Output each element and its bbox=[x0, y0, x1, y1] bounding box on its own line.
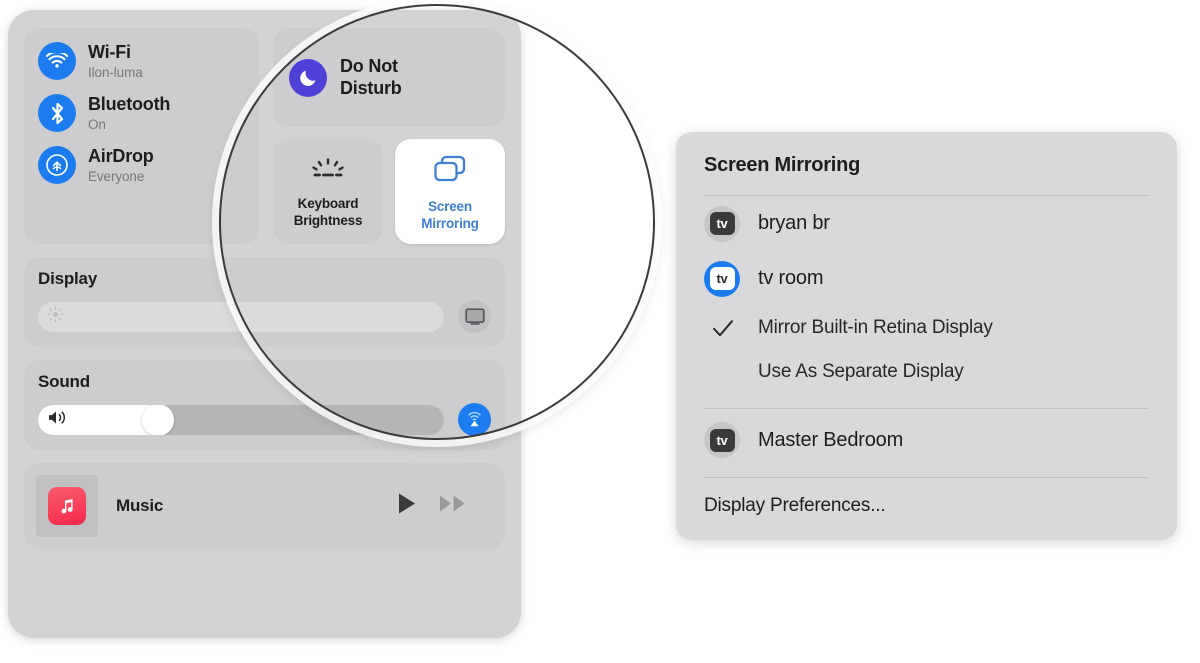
keyboard-brightness-label: Keyboard Brightness bbox=[294, 196, 363, 229]
airplay-audio-icon[interactable] bbox=[458, 403, 491, 436]
display-brightness-slider[interactable] bbox=[38, 301, 444, 332]
device-row-bryan-br[interactable]: tv bryan br bbox=[704, 196, 1149, 251]
screen-mirroring-menu-title: Screen Mirroring bbox=[704, 154, 861, 176]
control-center-right-column: Do Not Disturb bbox=[273, 28, 505, 244]
apple-tv-badge: tv bbox=[709, 267, 735, 290]
screen-mirroring-menu: Screen Mirroring tv bryan br tv tv room bbox=[676, 132, 1177, 540]
do-not-disturb-tile[interactable]: Do Not Disturb bbox=[273, 28, 505, 127]
apple-tv-badge: tv bbox=[709, 428, 735, 452]
menu-divider-middle bbox=[704, 408, 1149, 409]
music-group[interactable]: Music bbox=[24, 463, 505, 549]
brightness-icon bbox=[47, 305, 64, 328]
music-transport-controls bbox=[397, 492, 493, 520]
display-preferences-item[interactable]: Display Preferences... bbox=[704, 495, 886, 516]
connectivity-group: Wi-Fi Ilon-luma Bluetooth On bbox=[24, 28, 259, 244]
keyboard-brightness-label-line1: Keyboard bbox=[297, 196, 359, 212]
bluetooth-icon bbox=[38, 94, 76, 132]
do-not-disturb-label-line2: Disturb bbox=[340, 77, 402, 98]
do-not-disturb-label: Do Not Disturb bbox=[340, 56, 402, 98]
apple-tv-badge-text: tv bbox=[716, 271, 728, 286]
screen-mirroring-label-line2: Mirroring bbox=[421, 215, 479, 231]
display-slider-line bbox=[38, 300, 491, 333]
sound-volume-slider[interactable] bbox=[38, 404, 444, 435]
sound-slider-line bbox=[38, 403, 491, 436]
music-title: Music bbox=[116, 496, 164, 515]
album-artwork bbox=[36, 475, 98, 537]
display-icon[interactable] bbox=[458, 300, 491, 333]
play-icon[interactable] bbox=[397, 492, 417, 520]
toggle-wifi-subtitle: Ilon-luma bbox=[88, 64, 143, 80]
apple-tv-badge-text: tv bbox=[716, 216, 728, 231]
toggle-airdrop[interactable]: AirDrop Everyone bbox=[34, 144, 249, 186]
display-group: Display bbox=[24, 257, 505, 347]
toggle-airdrop-text: AirDrop Everyone bbox=[88, 146, 154, 183]
wifi-icon bbox=[38, 42, 76, 80]
mirror-option-label: Mirror Built-in Retina Display bbox=[758, 317, 993, 338]
display-title: Display bbox=[38, 269, 98, 288]
toggle-airdrop-subtitle: Everyone bbox=[88, 168, 145, 184]
sound-group: Sound bbox=[24, 360, 505, 450]
device-name: bryan br bbox=[758, 212, 830, 234]
mirror-option-separate-display[interactable]: Use As Separate Display bbox=[704, 350, 1149, 394]
mirror-option-mirror-builtin[interactable]: Mirror Built-in Retina Display bbox=[704, 306, 1149, 350]
toggle-bluetooth-title: Bluetooth bbox=[88, 94, 171, 115]
menu-divider-bottom bbox=[704, 477, 1149, 478]
keyboard-brightness-label-line2: Brightness bbox=[293, 212, 363, 228]
apple-tv-icon: tv bbox=[704, 422, 740, 458]
sound-slider-knob[interactable] bbox=[141, 404, 174, 435]
airdrop-icon bbox=[38, 146, 76, 184]
do-not-disturb-label-line1: Do Not bbox=[340, 56, 398, 77]
apple-tv-icon-selected: tv bbox=[704, 260, 740, 297]
quick-tile-row: Keyboard Brightness bbox=[273, 139, 505, 244]
toggle-airdrop-title: AirDrop bbox=[88, 146, 154, 167]
checkmark-icon bbox=[706, 319, 740, 338]
screen-mirroring-tile[interactable]: Screen Mirroring bbox=[395, 139, 505, 244]
apple-tv-badge: tv bbox=[709, 212, 735, 235]
toggle-bluetooth-subtitle: On bbox=[88, 116, 106, 132]
toggle-bluetooth[interactable]: Bluetooth On bbox=[34, 92, 249, 134]
screen-mirroring-label-line1: Screen bbox=[428, 199, 472, 215]
fast-forward-icon[interactable] bbox=[439, 494, 467, 518]
device-name: Master Bedroom bbox=[758, 428, 904, 451]
device-row-tv-room[interactable]: tv tv room bbox=[704, 251, 1149, 306]
apple-music-icon bbox=[48, 487, 86, 525]
keyboard-brightness-icon bbox=[308, 158, 348, 187]
moon-icon bbox=[289, 58, 327, 97]
apple-tv-badge-text: tv bbox=[716, 432, 728, 448]
control-center-top-row: Wi-Fi Ilon-luma Bluetooth On bbox=[24, 28, 505, 244]
screen-mirroring-icon bbox=[433, 155, 467, 190]
toggle-wifi-text: Wi-Fi Ilon-luma bbox=[88, 42, 143, 79]
menu-divider-top bbox=[704, 195, 1149, 196]
keyboard-brightness-tile[interactable]: Keyboard Brightness bbox=[273, 139, 383, 244]
device-row-master-bedroom[interactable]: tv Master Bedroom bbox=[704, 409, 1149, 471]
toggle-wifi-title: Wi-Fi bbox=[88, 42, 131, 63]
screen-mirroring-label: Screen Mirroring bbox=[421, 199, 479, 232]
control-center-panel: Wi-Fi Ilon-luma Bluetooth On bbox=[8, 10, 521, 638]
apple-tv-icon: tv bbox=[704, 205, 740, 242]
speaker-icon bbox=[47, 409, 68, 430]
toggle-bluetooth-text: Bluetooth On bbox=[88, 94, 170, 131]
sound-title: Sound bbox=[38, 372, 90, 391]
device-name: tv room bbox=[758, 267, 824, 289]
mirror-option-label: Use As Separate Display bbox=[758, 361, 964, 382]
toggle-wifi[interactable]: Wi-Fi Ilon-luma bbox=[34, 40, 249, 82]
